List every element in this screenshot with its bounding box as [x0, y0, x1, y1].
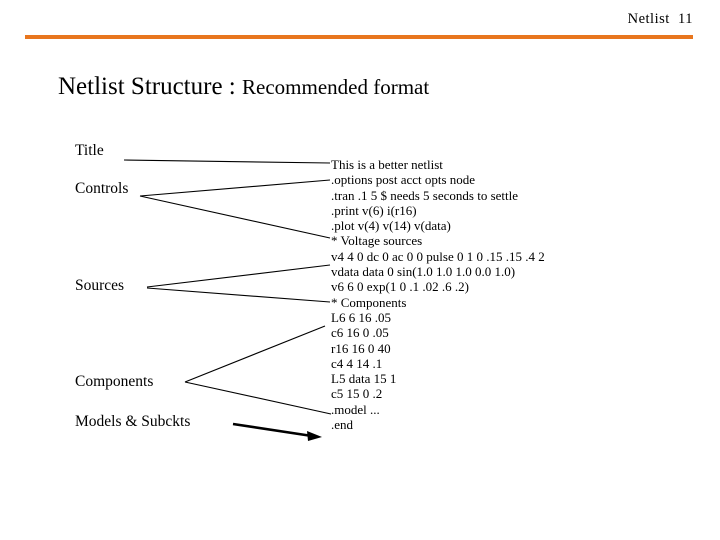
netlist-line: L5 data 15 1 [331, 371, 397, 387]
connector-models-arrow-shaft [232, 422, 313, 438]
netlist-line: * Components [331, 294, 407, 310]
netlist-code-block: This is a better netlist .options post a… [331, 157, 591, 432]
netlist-line: .print v(6) i(r16) [331, 202, 417, 218]
netlist-line: .end [331, 417, 354, 433]
page-title-subtitle: Recommended format [242, 75, 430, 99]
connector-sources-upper [146, 264, 331, 288]
netlist-line: c6 16 0 .05 [331, 325, 389, 341]
netlist-line: r16 16 0 40 [331, 340, 391, 356]
netlist-line: v4 4 0 dc 0 ac 0 0 pulse 0 1 0 .15 .15 .… [331, 248, 545, 264]
connector-title [123, 159, 331, 164]
netlist-line: vdata data 0 sin(1.0 1.0 1.0 0.0 1.0) [331, 264, 516, 280]
header-page-title: Netlist 11 [627, 11, 693, 27]
netlist-line: .plot v(4) v(14) v(data) [331, 218, 451, 234]
structure-label-title: Title [75, 142, 104, 159]
netlist-line: c5 15 0 .2 [331, 386, 383, 402]
netlist-line: c4 4 14 .1 [331, 355, 383, 371]
netlist-line: .tran .1 5 $ needs 5 seconds to settle [331, 187, 519, 203]
page-title: Netlist Structure : Recommended format [58, 73, 429, 101]
header-divider-rule [25, 35, 693, 39]
connector-components-lower [184, 381, 332, 415]
structure-label-controls: Controls [75, 180, 129, 197]
netlist-line: .model ... [331, 401, 380, 417]
structure-label-sources: Sources [75, 277, 125, 294]
netlist-line: * Voltage sources [331, 233, 423, 249]
netlist-line: .options post acct opts node [331, 172, 476, 188]
netlist-line: L6 6 16 .05 [331, 309, 391, 325]
connector-models-arrowhead [307, 431, 322, 441]
connector-controls-lower [139, 195, 331, 239]
connector-sources-lower [146, 287, 331, 303]
structure-label-components: Components [75, 373, 154, 390]
page-title-main: Netlist Structure : [58, 73, 242, 100]
netlist-line: v6 6 0 exp(1 0 .1 .02 .6 .2) [331, 279, 469, 295]
netlist-line: This is a better netlist [331, 157, 443, 172]
connector-controls-upper [139, 179, 331, 197]
connector-components-upper [184, 325, 326, 383]
structure-label-models-subckts: Models & Subckts [75, 413, 191, 430]
